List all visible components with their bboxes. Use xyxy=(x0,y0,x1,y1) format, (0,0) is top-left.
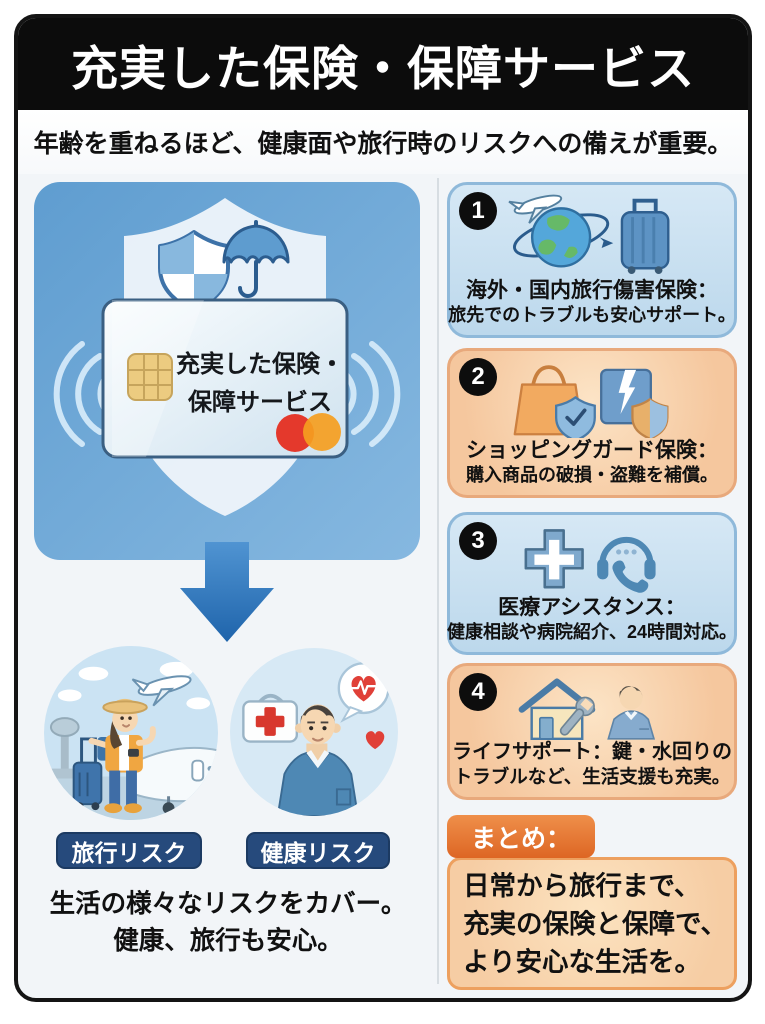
credit-card: 充実した保険・ 保障サービス xyxy=(101,298,349,459)
risk-label-travel-text: 旅行リスク xyxy=(71,839,187,866)
card-title-line1: 充実した保険・ xyxy=(176,350,344,378)
first-aid-kit-icon xyxy=(242,693,299,743)
benefit-line1: 海外・国内旅行傷害保険： xyxy=(466,278,718,302)
card-title-line2: 保障サービス xyxy=(187,388,332,416)
benefit-line2: 購入商品の破損・盗難を補償。 xyxy=(466,464,718,485)
health-risk-illustration xyxy=(230,648,398,816)
benefit-line1: ショッピングガード保険： xyxy=(466,438,718,462)
benefit-badge-3: 3 xyxy=(459,522,497,560)
mastercard-logo xyxy=(276,413,341,452)
summary-box: 日常から旅行まで、 充実の保険と保障で、 より安心な生活を。 xyxy=(447,857,737,990)
summary-label-text: まとめ： xyxy=(470,824,571,853)
header-bar: 充実した保険・保障サービス xyxy=(18,18,748,110)
down-arrow-icon xyxy=(180,542,274,642)
benefit-badge-4: 4 xyxy=(459,673,497,711)
risk-label-health-text: 健康リスク xyxy=(260,839,376,866)
benefit-line2: 旅先でのトラブルも安心サポート。 xyxy=(448,304,736,325)
risk-label-travel: 旅行リスク xyxy=(56,832,202,869)
nurse-figure xyxy=(276,704,360,816)
life-support-icon xyxy=(518,678,656,741)
benefit-card-medical-assistance: 3 医療アシスタンス： 健康相談や病院紹介、24時間対応。 xyxy=(447,512,737,655)
benefit-line1: 医療アシスタンス： xyxy=(498,595,686,619)
benefit-badge-2: 2 xyxy=(459,358,497,396)
umbrella-icon xyxy=(222,220,290,298)
medical-assistance-icon xyxy=(524,529,656,593)
benefit-badge-1: 1 xyxy=(459,192,497,230)
risk-label-health: 健康リスク xyxy=(246,832,390,869)
card-chip xyxy=(127,353,173,401)
column-divider xyxy=(437,178,439,984)
small-airplane xyxy=(131,675,192,707)
benefit-card-shopping-guard: 2 ショッピングガード保険： 購入商品の破損・盗難を補償。 xyxy=(447,348,737,498)
summary-line1: 日常から旅行まで、 xyxy=(463,870,701,901)
shopping-guard-icon xyxy=(513,365,669,438)
control-tower xyxy=(47,717,82,779)
travel-insurance-icon xyxy=(508,194,670,275)
caption-line1: 生活の様々なリスクをカバー。 xyxy=(49,890,407,918)
summary-line2: 充実の保険と保障で、 xyxy=(463,908,727,939)
benefit-card-life-support: 4 ライフサポート：鍵・水回りの トラブルなど、生活支援も充実。 xyxy=(447,663,737,800)
benefit-line1: ライフサポート：鍵・水回りの xyxy=(452,741,732,764)
benefit-line2: 健康相談や病院紹介、24時間対応。 xyxy=(446,621,738,642)
page-title: 充実した保険・保障サービス xyxy=(71,41,695,95)
heartbeat-bubble-icon xyxy=(337,662,390,723)
small-heart-icon xyxy=(365,731,385,750)
wrench-icon xyxy=(559,696,595,736)
benefit-card-travel-insurance: 1 海外・国内旅行傷害保険： 旅先でのトラブルも安心サポート。 xyxy=(447,182,737,338)
benefit-line2: トラブルなど、生活支援も充実。 xyxy=(453,765,731,787)
travel-risk-illustration xyxy=(44,646,218,820)
content-frame: 充実した保険・保障サービス 年齢を重ねるほど、健康面や旅行時のリスクへの備えが重… xyxy=(14,14,752,1002)
summary-label: まとめ： xyxy=(447,815,595,858)
hero-panel: 充実した保険・ 保障サービス xyxy=(34,182,420,560)
caption-line2: 健康、旅行も安心。 xyxy=(113,927,343,955)
summary-line3: より安心な生活を。 xyxy=(463,946,701,977)
caption: 生活の様々なリスクをカバー。 健康、旅行も安心。 xyxy=(18,886,438,960)
subtitle-text: 年齢を重ねるほど、健康面や旅行時のリスクへの備えが重要。 xyxy=(18,110,748,174)
